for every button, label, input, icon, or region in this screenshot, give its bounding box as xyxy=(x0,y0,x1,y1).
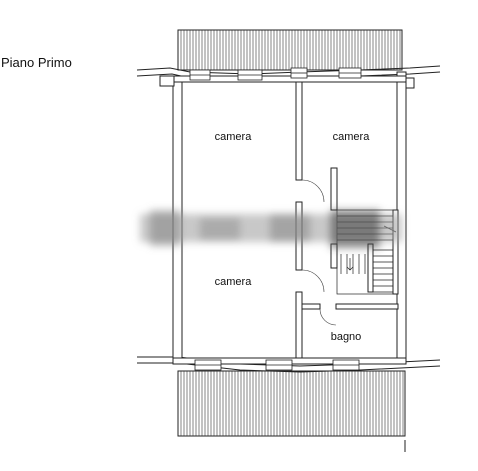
room-label-camera-3: camera xyxy=(214,276,252,288)
room-label-camera-2: camera xyxy=(332,131,370,143)
top-terrace-hatch xyxy=(177,29,403,71)
watermark-blur xyxy=(140,210,402,248)
top-windows xyxy=(189,67,362,81)
plan-title: Piano Primo xyxy=(1,55,72,70)
bottom-windows xyxy=(194,359,360,371)
room-label-camera-1: camera xyxy=(214,131,252,143)
door-swings xyxy=(301,179,337,326)
bottom-terrace-hatch xyxy=(177,370,406,437)
room-label-bagno: bagno xyxy=(330,331,362,343)
